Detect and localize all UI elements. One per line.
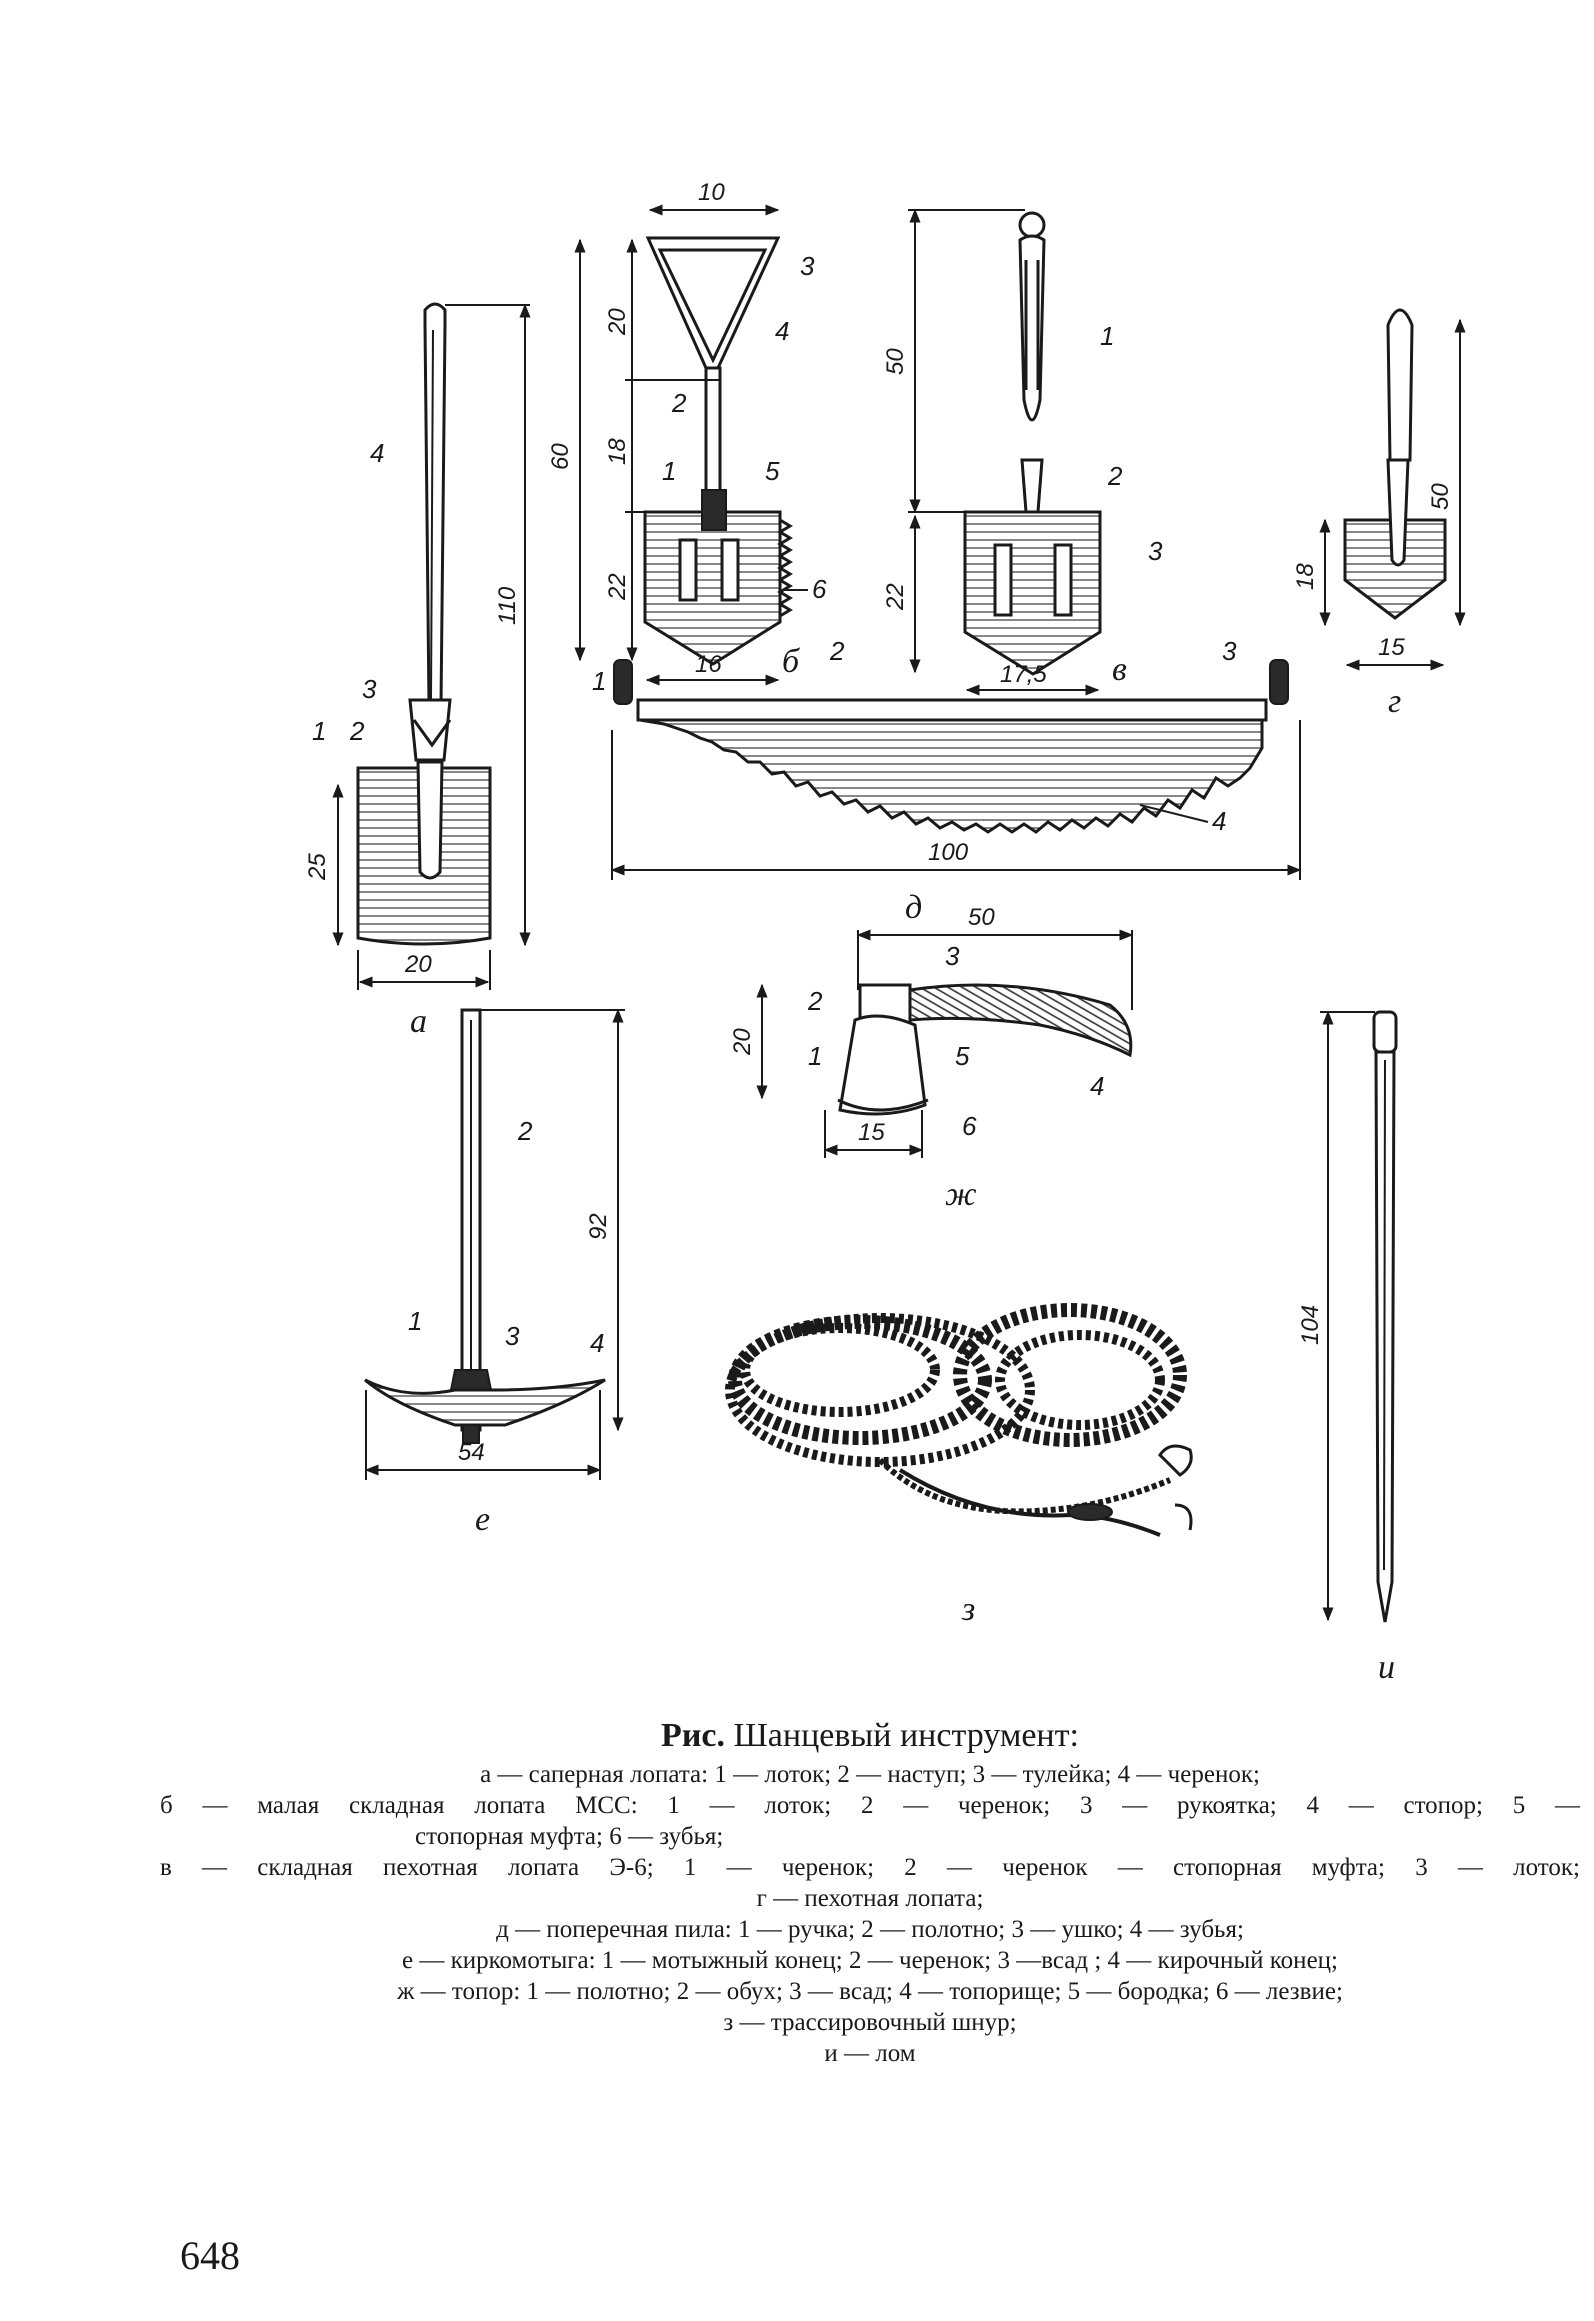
part-v-1: 1 xyxy=(1100,321,1114,351)
part-zh-1: 1 xyxy=(808,1041,822,1071)
part-d-1: 1 xyxy=(592,666,606,696)
panel-g-infantry-shovel: 50 18 15 г xyxy=(1292,308,1466,720)
dim-g-total: 50 xyxy=(1427,483,1454,510)
dim-b-total: 60 xyxy=(547,443,574,470)
part-b-1: 1 xyxy=(662,456,676,486)
part-b-5: 5 xyxy=(765,456,780,486)
dim-d-length: 100 xyxy=(928,839,969,866)
dim-a-height: 110 xyxy=(494,586,521,625)
panel-e-letter: е xyxy=(475,1501,490,1538)
part-zh-5: 5 xyxy=(955,1041,970,1071)
caption-line-e: е — киркомотыга: 1 — мотыжный конец; 2 —… xyxy=(402,1947,1338,1974)
dim-a-blade-height: 25 xyxy=(304,853,331,881)
dim-e-width: 54 xyxy=(458,1439,485,1466)
dim-zh-edge: 15 xyxy=(858,1119,885,1146)
dim-b-d3: 22 xyxy=(604,573,631,601)
panel-d-letter: д xyxy=(905,889,922,926)
part-b-2: 2 xyxy=(671,388,687,418)
part-b-4: 4 xyxy=(775,316,789,346)
dim-g-blade-width: 15 xyxy=(1378,634,1405,661)
panel-i-crowbar: 104 и xyxy=(1297,1010,1398,1686)
part-e-2: 2 xyxy=(517,1116,533,1146)
part-v-3: 3 xyxy=(1148,536,1163,566)
panel-z-letter: з xyxy=(961,1591,975,1628)
part-v-2: 2 xyxy=(1107,461,1123,491)
part-b-6: 6 xyxy=(812,574,827,604)
caption-line-d: д — поперечная пила: 1 — ручка; 2 — поло… xyxy=(496,1916,1244,1943)
caption-title: Рис. Шанцевый инструмент: xyxy=(160,1717,1580,1754)
panel-e-pick-mattock: 92 54 1 2 3 4 е xyxy=(364,1008,625,1538)
dim-g-blade-height: 18 xyxy=(1292,563,1319,590)
caption-line-b2: стопорная муфта; 6 — зубья; xyxy=(415,1823,724,1850)
part-b-3: 3 xyxy=(800,251,815,281)
dim-a-blade-width: 20 xyxy=(404,951,432,978)
panel-b-small-folding-shovel: 10 60 20 18 22 16 1 2 3 4 5 6 б xyxy=(547,179,827,686)
part-d-4: 4 xyxy=(1212,806,1226,836)
caption-line-zh: ж — топор: 1 — полотно; 2 — обух; 3 — вс… xyxy=(397,1978,1343,2005)
caption-line-g: г — пехотная лопата; xyxy=(756,1885,984,1912)
panel-zh-axe: 50 20 15 1 2 3 4 5 6 ж xyxy=(729,904,1134,1213)
part-zh-2: 2 xyxy=(807,986,823,1016)
dim-b-d2: 18 xyxy=(604,438,631,465)
caption-line-a: а — саперная лопата: 1 — лоток; 2 — наст… xyxy=(480,1761,1260,1788)
page-number: 648 xyxy=(180,2233,240,2278)
caption-line-z: з — трассировочный шнур; xyxy=(723,2009,1017,2036)
dim-b-blade-width: 16 xyxy=(695,651,722,678)
caption-title-rest: Шанцевый инструмент: xyxy=(725,1717,1079,1754)
caption-line-b: б — малая складная лопата МСС: 1 — лоток… xyxy=(160,1792,1580,1819)
part-zh-6: 6 xyxy=(962,1111,977,1141)
part-d-3: 3 xyxy=(1222,636,1237,666)
dim-b-d1: 20 xyxy=(604,308,631,336)
panel-i-letter: и xyxy=(1378,1649,1395,1686)
panel-z-tracing-cord: з xyxy=(725,1303,1193,1628)
caption-title-bold: Рис. xyxy=(661,1717,725,1754)
dim-zh-height: 20 xyxy=(729,1028,756,1056)
dim-zh-length: 50 xyxy=(968,904,995,931)
part-a-2: 2 xyxy=(349,716,365,746)
panel-g-letter: г xyxy=(1388,683,1401,720)
panel-v-infantry-shovel: 50 22 17,5 1 2 3 в xyxy=(882,208,1163,696)
part-e-1: 1 xyxy=(408,1306,422,1336)
panel-zh-letter: ж xyxy=(945,1176,977,1213)
part-zh-4: 4 xyxy=(1090,1071,1104,1101)
dim-v-blade-height: 22 xyxy=(882,583,909,611)
dim-v-blade-width: 17,5 xyxy=(1000,661,1047,688)
panel-a-letter: а xyxy=(410,1003,427,1040)
part-d-2: 2 xyxy=(829,636,845,666)
panel-v-letter: в xyxy=(1112,651,1127,688)
panel-a-sapper-shovel: 110 25 20 1 2 3 4 а xyxy=(304,302,531,1040)
figure-illustration: 110 25 20 1 2 3 4 а 10 60 20 18 22 16 xyxy=(304,179,1466,1686)
part-a-1: 1 xyxy=(312,716,326,746)
caption-line-v: в — складная пехотная лопата Э-6; 1 — че… xyxy=(160,1854,1580,1881)
part-e-3: 3 xyxy=(505,1321,520,1351)
caption-line-i: и — лом xyxy=(824,2040,916,2067)
part-a-4: 4 xyxy=(370,438,384,468)
part-a-3: 3 xyxy=(362,674,377,704)
dim-i-length: 104 xyxy=(1297,1305,1324,1345)
dim-b-width-top: 10 xyxy=(698,179,725,206)
dim-v-handle: 50 xyxy=(882,348,909,375)
part-e-4: 4 xyxy=(590,1328,604,1358)
dim-e-height: 92 xyxy=(585,1213,612,1240)
panel-d-crosscut-saw: 100 1 2 3 4 д xyxy=(592,636,1302,926)
panel-b-letter: б xyxy=(782,643,801,680)
part-zh-3: 3 xyxy=(945,941,960,971)
figure-caption: Рис. Шанцевый инструмент: а — саперная л… xyxy=(160,1717,1580,2069)
